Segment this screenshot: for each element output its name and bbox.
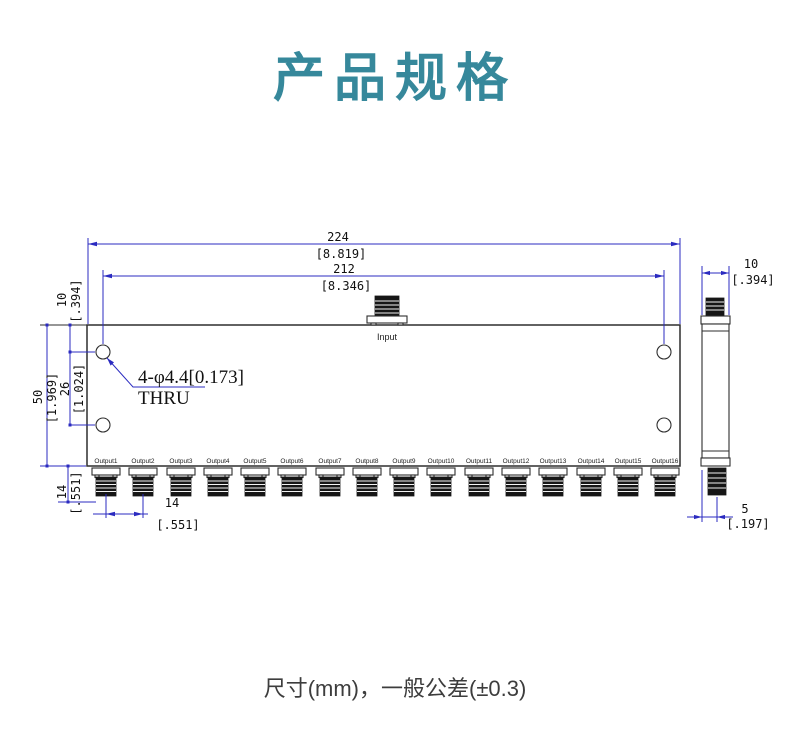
- mounting-hole-bottom-right: [656, 417, 672, 433]
- output-label: Output10: [428, 458, 455, 465]
- output-label: Output5: [243, 458, 267, 465]
- hole-note-line1: 4-φ4.4[0.173]: [138, 367, 244, 388]
- input-label: Input: [377, 332, 398, 342]
- mounting-hole-bottom-left: [95, 417, 111, 433]
- output-label: Output6: [280, 458, 304, 465]
- output-label: Output3: [169, 458, 193, 465]
- tolerance-note: 尺寸(mm)，一般公差(±0.3): [263, 676, 527, 701]
- dim-overall-width-mm: 224: [327, 230, 349, 244]
- hole-note-line2: THRU: [138, 388, 190, 409]
- output-label: Output16: [652, 458, 679, 465]
- output-label: Output1: [94, 458, 118, 465]
- dimension-lines: [40, 238, 733, 522]
- dim-hole-spacing-y-in: [1.024]: [72, 364, 86, 415]
- output-label: Output8: [355, 458, 379, 465]
- output-label: Output14: [578, 458, 605, 465]
- output-labels: Output1 Output2 Output3 Output4 Output5 …: [94, 458, 678, 465]
- dim-overall-width-in: [8.819]: [316, 247, 367, 261]
- output-label: Output13: [540, 458, 567, 465]
- output-label: Output2: [131, 458, 155, 465]
- dim-side-connector-offset-mm: 5: [741, 502, 748, 516]
- output-label: Output12: [503, 458, 530, 465]
- dim-hole-spacing-y-mm: 26: [58, 382, 72, 396]
- dim-overall-height-in: [1.969]: [45, 373, 59, 424]
- dim-side-thickness-mm: 10: [744, 257, 758, 271]
- output-connectors: [91, 467, 680, 497]
- mounting-hole-top-left: [95, 344, 111, 360]
- dim-hole-offset-top-mm: 10: [55, 293, 69, 307]
- dimension-text: 224 [8.819] 212 [8.346] 10 [.394] 26 [1.…: [31, 230, 775, 532]
- dim-connector-height-in: [.551]: [69, 471, 83, 514]
- front-view-body: [86, 324, 681, 467]
- dim-side-connector-offset-in: [.197]: [726, 517, 769, 531]
- dim-side-thickness-in: [.394]: [731, 273, 774, 287]
- output-label: Output15: [615, 458, 642, 465]
- output-label: Output9: [392, 458, 416, 465]
- dim-hole-spacing-x-mm: 212: [333, 262, 355, 276]
- dim-overall-height-mm: 50: [31, 390, 45, 404]
- input-connector: [366, 295, 408, 326]
- side-view-body: [701, 323, 730, 459]
- output-label: Output7: [318, 458, 342, 465]
- dim-hole-spacing-x-in: [8.346]: [321, 279, 372, 293]
- page-title: 产品规格: [272, 50, 517, 108]
- dim-hole-offset-top-in: [.394]: [69, 279, 83, 322]
- dim-connector-pitch-mm: 14: [165, 496, 179, 510]
- mounting-hole-top-right: [656, 344, 672, 360]
- side-view: [700, 297, 731, 496]
- dim-connector-pitch-in: [.551]: [156, 518, 199, 532]
- dim-connector-height-mm: 14: [55, 485, 69, 499]
- output-label: Output11: [466, 458, 493, 465]
- output-label: Output4: [206, 458, 230, 465]
